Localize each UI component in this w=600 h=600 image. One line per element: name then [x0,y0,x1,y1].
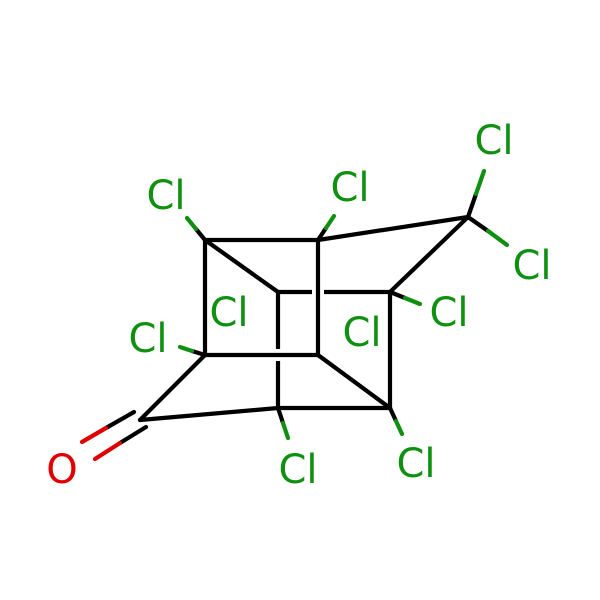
atom-cl-inner-right: Cl [429,290,468,336]
bond-b-ccl2 [315,214,471,243]
atom-cl-bottom-right: Cl [396,441,435,487]
atom-cl-top-right: Cl [474,118,513,164]
bond-b-cl-green [323,213,337,231]
bond-b-cl-black [315,225,329,243]
carbonyl-double-bond [79,409,149,462]
chlorine-bonds [177,168,510,441]
atom-labels: Cl Cl Cl Cl Cl Cl Cl Cl Cl Cl O [46,118,551,493]
bond-ccl2-cl-right-black [465,214,491,234]
bond-rear-c1-c2 [202,237,281,295]
bond-g-cl-black [275,405,286,426]
bond-c-cl-black [189,348,208,358]
atom-cl-center-right: Cl [342,310,381,356]
bond-d-f [315,352,393,411]
front-bonds [137,214,471,423]
atom-cl-right-upper: Cl [512,243,551,289]
bond-e-cl-black [387,289,408,301]
bond-co-line-2-red [92,440,123,462]
bond-ccl2-cl-top-black [465,191,479,220]
atom-cl-top-left: Cl [146,173,185,219]
bond-a-cl-green [184,215,199,232]
bond-c-carbonyl [137,352,208,423]
bond-ccl2-cl-right-green [485,228,510,248]
atom-oxygen: O [46,447,77,493]
bond-carbonyl-g [137,405,281,423]
bond-a-cl-black [193,226,208,243]
bond-f-cl-green [393,418,405,437]
bond-c-cl-green [177,344,195,354]
bond-g-cl-green [280,420,291,441]
bond-f-cl-black [387,405,399,424]
atom-cl-inner-left: Cl [209,290,248,336]
bond-co-line-1-red [79,425,109,445]
bond-ccl2-e [387,214,471,295]
bond-e-cl-green [402,295,423,307]
bond-ccl2-cl-top-green [473,168,487,197]
bond-co-line-2-black [117,424,149,446]
bond-co-line-1-black [103,409,137,431]
atom-cl-bottom-mid: Cl [278,447,317,493]
atom-cl-top-mid: Cl [330,165,369,211]
atom-cl-left: Cl [128,316,167,362]
